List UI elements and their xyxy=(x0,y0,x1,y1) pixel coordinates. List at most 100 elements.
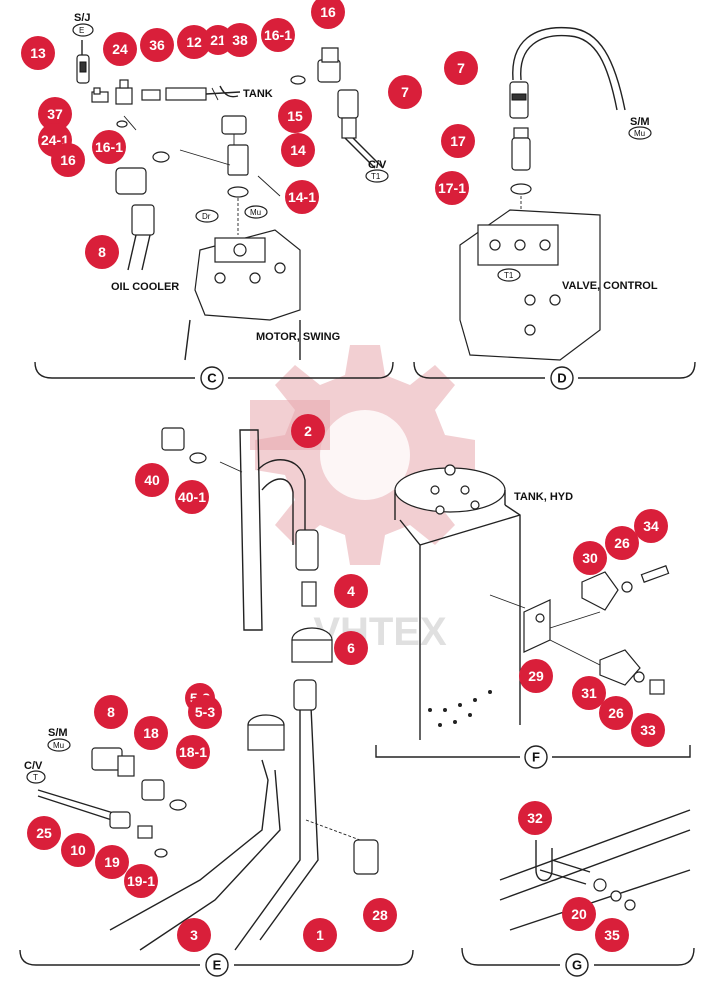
watermark-text: VHTEX xyxy=(313,610,447,654)
svg-text:20: 20 xyxy=(571,906,587,922)
section-label-g: G xyxy=(572,958,582,973)
svg-text:17: 17 xyxy=(450,133,466,149)
label-motor-swing: MOTOR, SWING xyxy=(256,331,340,343)
svg-text:4: 4 xyxy=(347,583,355,599)
callout: 8 xyxy=(94,695,128,729)
svg-text:12: 12 xyxy=(186,34,202,50)
callout: 10 xyxy=(61,833,95,867)
svg-text:8: 8 xyxy=(98,244,106,260)
callout: 1 xyxy=(303,918,337,952)
svg-text:33: 33 xyxy=(640,722,656,738)
callout: 26 xyxy=(605,526,639,560)
svg-text:18-1: 18-1 xyxy=(179,744,207,760)
svg-text:19: 19 xyxy=(104,854,120,870)
callout: 16 xyxy=(311,0,345,29)
callout: 5-3 xyxy=(188,695,222,729)
label-sj: S/J xyxy=(74,12,91,24)
badge-mu: Mu xyxy=(250,208,261,217)
svg-text:7: 7 xyxy=(401,84,409,100)
callout: 12 xyxy=(177,25,211,59)
svg-text:40: 40 xyxy=(144,472,160,488)
callout: 16-1 xyxy=(92,130,126,164)
badge-mu-e: Mu xyxy=(53,741,64,750)
svg-text:35: 35 xyxy=(604,927,620,943)
section-label-c: C xyxy=(207,371,217,386)
callout: 38 xyxy=(223,23,257,57)
callout: 19-1 xyxy=(124,864,158,898)
svg-text:1: 1 xyxy=(316,927,324,943)
label-valve-control: VALVE, CONTROL xyxy=(562,280,658,292)
callout: 40-1 xyxy=(175,480,209,514)
svg-text:30: 30 xyxy=(582,550,598,566)
callout: 19 xyxy=(95,845,129,879)
svg-text:2: 2 xyxy=(304,423,312,439)
svg-text:26: 26 xyxy=(614,535,630,551)
callout: 4 xyxy=(334,574,368,608)
label-sm-e: S/M xyxy=(48,727,68,739)
callout: 36 xyxy=(140,28,174,62)
svg-text:26: 26 xyxy=(608,705,624,721)
callout: 8 xyxy=(85,235,119,269)
svg-text:40-1: 40-1 xyxy=(178,489,206,505)
section-e-drawing xyxy=(26,427,379,951)
badge-mu-d: Mu xyxy=(634,129,645,138)
svg-text:14: 14 xyxy=(290,142,306,158)
badge-dr: Dr xyxy=(202,212,211,221)
svg-text:13: 13 xyxy=(30,45,46,61)
svg-text:24-1: 24-1 xyxy=(41,132,69,148)
svg-text:5-3: 5-3 xyxy=(195,704,215,720)
svg-text:31: 31 xyxy=(581,685,597,701)
callout: 40 xyxy=(135,463,169,497)
svg-text:36: 36 xyxy=(149,37,165,53)
callout: 29 xyxy=(519,659,553,693)
callout: 13 xyxy=(21,36,55,70)
section-c-drawing xyxy=(72,23,389,361)
label-tank-hyd: TANK, HYD xyxy=(514,491,573,503)
svg-text:29: 29 xyxy=(528,668,544,684)
label-cv: C/V xyxy=(368,159,387,171)
section-label-e: E xyxy=(213,958,222,973)
svg-text:14-1: 14-1 xyxy=(288,189,316,205)
svg-text:10: 10 xyxy=(70,842,86,858)
svg-text:24: 24 xyxy=(112,41,128,57)
callout: 17 xyxy=(441,124,475,158)
svg-text:19-1: 19-1 xyxy=(127,873,155,889)
svg-text:16: 16 xyxy=(320,4,336,20)
callout: 15 xyxy=(278,99,312,133)
callout: 2 xyxy=(291,414,325,448)
svg-text:16: 16 xyxy=(60,152,76,168)
svg-text:8: 8 xyxy=(107,704,115,720)
callout: 25 xyxy=(27,816,61,850)
svg-text:7: 7 xyxy=(457,60,465,76)
badge-e: E xyxy=(79,26,84,35)
svg-text:32: 32 xyxy=(527,810,543,826)
section-e-bracket xyxy=(19,949,414,977)
svg-text:38: 38 xyxy=(232,32,248,48)
svg-text:16-1: 16-1 xyxy=(95,139,123,155)
callout: 35 xyxy=(595,918,629,952)
callout: 6 xyxy=(334,631,368,665)
callout: 20 xyxy=(562,897,596,931)
svg-text:21: 21 xyxy=(210,32,226,48)
callout: 7 xyxy=(444,51,478,85)
section-f-bracket xyxy=(375,745,691,769)
badge-t-e: T xyxy=(33,773,38,782)
callout: 16 xyxy=(51,143,85,177)
callout: 24 xyxy=(103,32,137,66)
callout: 14 xyxy=(281,133,315,167)
svg-text:16-1: 16-1 xyxy=(264,27,292,43)
callout: 28 xyxy=(363,898,397,932)
callout: 33 xyxy=(631,713,665,747)
section-d-bracket xyxy=(413,361,696,390)
badge-t1: T1 xyxy=(371,172,381,181)
callout: 18-1 xyxy=(176,735,210,769)
badge-t1-d: T1 xyxy=(504,271,514,280)
svg-text:25: 25 xyxy=(36,825,52,841)
callout: 32 xyxy=(518,801,552,835)
callout: 30 xyxy=(573,541,607,575)
svg-text:34: 34 xyxy=(643,518,659,534)
section-label-d: D xyxy=(557,371,566,386)
section-f-drawing xyxy=(394,464,670,740)
svg-text:3: 3 xyxy=(190,927,198,943)
